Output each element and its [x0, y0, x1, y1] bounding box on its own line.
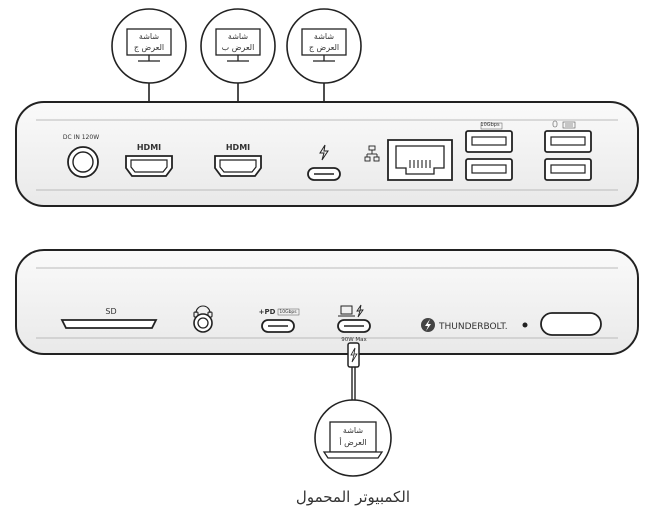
thunderbolt-icon	[319, 144, 329, 161]
hdmi-label-2: HDMI	[226, 143, 250, 152]
laptop-caption: الكمبيوتر المحمول	[296, 488, 410, 506]
brand-label: THUNDERBOLT.	[438, 322, 508, 332]
usb-speed-label: 10Gbps	[480, 122, 500, 128]
monitor-callout-c-right: شاشة العرض ج	[286, 8, 362, 84]
dock-front-panel	[15, 249, 639, 355]
status-led	[522, 322, 528, 328]
monitor-c2-line1: شاشة	[314, 32, 334, 41]
monitor-c-line2: العرض ج	[134, 43, 164, 52]
hdmi-port-1: HDMI	[125, 143, 173, 177]
monitor-b-line1: شاشة	[228, 32, 248, 41]
thunderbolt-icon-front	[356, 304, 364, 318]
usb-a-ports-back: 10Gbps	[465, 120, 592, 181]
audio-jack	[193, 305, 213, 333]
thunderbolt-port-back	[307, 144, 341, 181]
dock-back-panel	[15, 101, 639, 207]
laptop-screen-line1: شاشة	[343, 426, 363, 435]
mouse-keyboard-icon	[552, 120, 576, 129]
dc-in-port: DC IN 120W	[63, 134, 99, 178]
pd-speed-label: 10Gbps	[279, 309, 297, 315]
thunderbolt-host-port: 90W Max	[337, 304, 371, 343]
laptop-icon	[338, 305, 355, 317]
ethernet-port	[364, 139, 453, 181]
hdmi-label-1: HDMI	[137, 143, 161, 152]
monitor-c-line1: شاشة	[139, 32, 159, 41]
laptop-screen-line2: العرض أ	[339, 437, 366, 447]
tb-power-label: 90W Max	[341, 337, 367, 343]
thunderbolt-cable	[347, 342, 360, 400]
monitor-c2-line2: العرض ج	[309, 43, 339, 52]
laptop-callout: شاشة العرض أ	[314, 399, 392, 477]
sd-card-slot: SD	[60, 307, 158, 329]
power-button[interactable]	[540, 312, 602, 336]
network-icon	[364, 145, 380, 162]
hdmi-port-2: HDMI	[214, 143, 262, 177]
sd-label: SD	[105, 307, 116, 316]
pd-label: +PD	[259, 308, 276, 316]
monitor-b-line2: العرض ب	[222, 43, 255, 52]
dc-in-label: DC IN 120W	[63, 134, 99, 141]
monitor-callout-c-left: شاشة العرض ج	[111, 8, 187, 84]
monitor-callout-b: شاشة العرض ب	[200, 8, 276, 84]
usb-c-pd-port: +PD 10Gbps	[259, 308, 300, 333]
thunderbolt-logo: THUNDERBOLT.	[421, 318, 508, 332]
